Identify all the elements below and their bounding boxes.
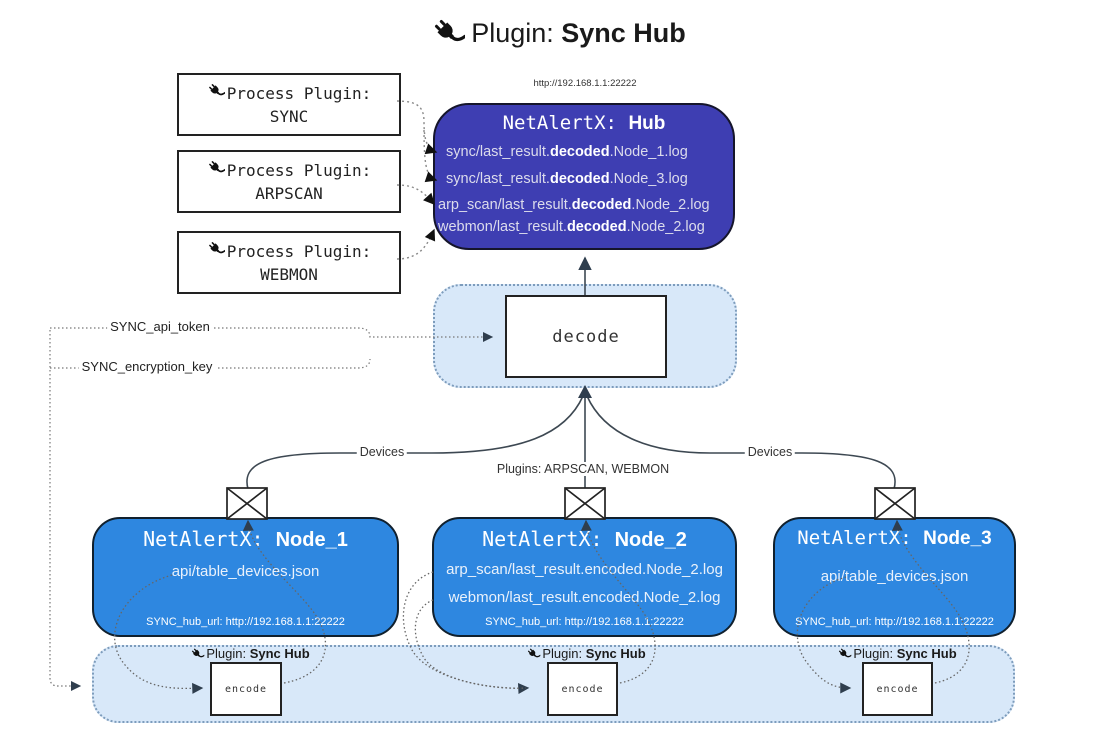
hub-log-line: sync/last_result.decoded.Node_1.log xyxy=(446,144,688,160)
title-prefix: Plugin: xyxy=(471,18,554,48)
process-plugin-arpscan-box: Process Plugin: ARPSCAN xyxy=(177,150,401,213)
sync-api-token-label: SYNC_api_token xyxy=(107,319,213,334)
envelope-icon xyxy=(564,487,606,520)
hub-log-line: webmon/last_result.decoded.Node_2.log xyxy=(438,219,705,235)
title-name: Sync Hub xyxy=(561,18,686,48)
process-plugin-label: Process Plugin: xyxy=(226,241,372,261)
envelope-icon xyxy=(874,487,916,520)
devices-left-label: Devices xyxy=(356,445,408,459)
node1-title: NetAlertX: Node_1 xyxy=(143,527,348,551)
process-plugin-name: WEBMON xyxy=(260,264,318,284)
node3-file: api/table_devices.json xyxy=(820,568,969,585)
hub-box xyxy=(433,103,735,250)
hub-url-label: http://192.168.1.1:22222 xyxy=(533,78,637,89)
encode-box: encode xyxy=(210,662,282,716)
band-plugin-label: Plugin: Sync Hub xyxy=(190,646,310,664)
node1-file: api/table_devices.json xyxy=(171,563,320,580)
process-plugin-label: Process Plugin: xyxy=(226,83,372,103)
process-plugin-name: ARPSCAN xyxy=(255,183,323,203)
plug-icon xyxy=(207,240,226,264)
devices-right-label: Devices xyxy=(744,445,796,459)
process-plugin-label: Process Plugin: xyxy=(226,160,372,180)
band-plugin-label: Plugin: Sync Hub xyxy=(526,646,646,664)
plug-icon xyxy=(431,16,467,57)
process-plugin-name: SYNC xyxy=(269,106,309,126)
process-plugin-webmon-box: Process Plugin: WEBMON xyxy=(177,231,401,294)
encode-box: encode xyxy=(547,662,618,716)
hub-log-line: sync/last_result.decoded.Node_3.log xyxy=(446,171,688,187)
encode-box: encode xyxy=(862,662,933,716)
hub-log-line: arp_scan/last_result.decoded.Node_2.log xyxy=(438,197,710,213)
band-plugin-label: Plugin: Sync Hub xyxy=(837,646,957,664)
process-to-hub-edges xyxy=(396,100,438,260)
plug-icon xyxy=(207,82,226,106)
plug-icon xyxy=(190,647,205,664)
page-title: Plugin: Sync Hub xyxy=(0,16,1117,57)
decode-box: decode xyxy=(505,295,667,378)
node3-title: NetAlertX: Node_3 xyxy=(797,527,992,549)
envelope-icon xyxy=(226,487,268,520)
node2-file: arp_scan/last_result.encoded.Node_2.log xyxy=(446,561,723,578)
plug-icon xyxy=(526,647,541,664)
plug-icon xyxy=(837,647,852,664)
node2-hub-url: SYNC_hub_url: http://192.168.1.1:22222 xyxy=(485,616,684,628)
node2-title: NetAlertX: Node_2 xyxy=(482,527,687,551)
sync-encryption-key-label: SYNC_encryption_key xyxy=(78,359,216,374)
plug-icon xyxy=(207,159,226,183)
node2-file: webmon/last_result.encoded.Node_2.log xyxy=(448,589,721,606)
node1-hub-url: SYNC_hub_url: http://192.168.1.1:22222 xyxy=(146,616,345,628)
node3-hub-url: SYNC_hub_url: http://192.168.1.1:22222 xyxy=(795,616,994,628)
process-plugin-sync-box: Process Plugin: SYNC xyxy=(177,73,401,136)
plugins-mid-label: Plugins: ARPSCAN, WEBMON xyxy=(493,462,673,476)
hub-title: NetAlertX: Hub xyxy=(502,112,666,134)
